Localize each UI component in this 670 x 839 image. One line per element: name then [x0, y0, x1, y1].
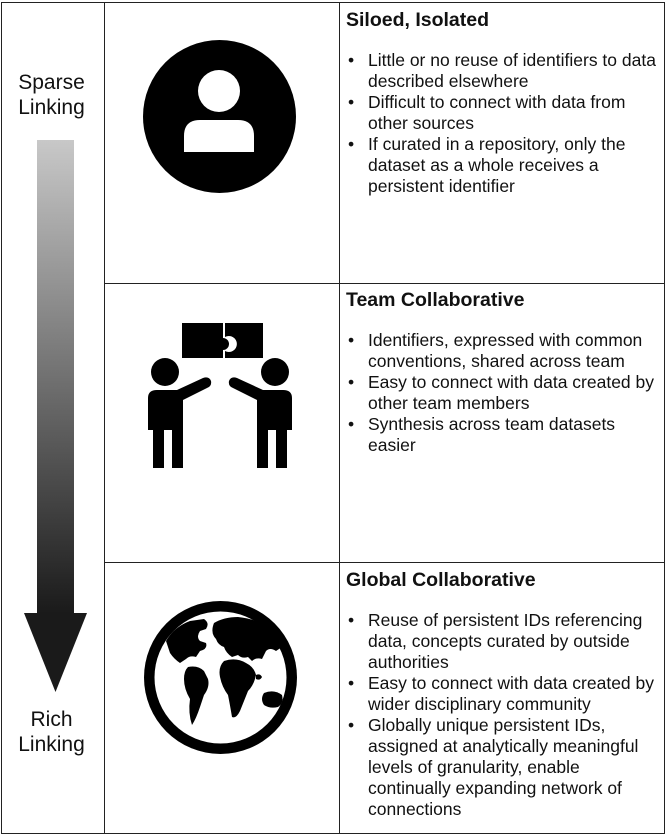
column-divider-right: [339, 3, 340, 833]
bullet-list: Identifiers, expressed with common conve…: [346, 330, 660, 456]
bullet-item: Easy to connect with data created by oth…: [348, 372, 660, 414]
arrow-head: [24, 613, 87, 692]
row-divider-2: [105, 562, 664, 563]
globe-icon: [144, 601, 297, 754]
row-title: Team Collaborative: [346, 289, 525, 311]
axis-bottom-label-line1: Rich: [30, 708, 73, 731]
row-team: Team Collaborative Identifiers, expresse…: [346, 288, 660, 456]
row-title: Siloed, Isolated: [346, 9, 490, 31]
person-icon: [143, 40, 296, 193]
row-global: Global Collaborative Reuse of persistent…: [346, 568, 660, 820]
bullet-item: Synthesis across team datasets easier: [348, 414, 660, 456]
axis-top-label-line1: Sparse: [18, 71, 85, 94]
bullet-item: Identifiers, expressed with common conve…: [348, 330, 660, 372]
row-divider-1: [105, 283, 664, 284]
axis-bottom-label-line2: Linking: [18, 733, 85, 756]
row-siloed: Siloed, Isolated Little or no reuse of i…: [346, 8, 660, 197]
bullet-item: Globally unique persistent IDs, assigned…: [348, 715, 660, 820]
bullet-item: Easy to connect with data created by wid…: [348, 673, 660, 715]
bullet-item: Difficult to connect with data from othe…: [348, 92, 660, 134]
arrow-shaft: [37, 140, 74, 614]
axis-top-label: Sparse Linking: [0, 70, 103, 120]
bullet-list: Reuse of persistent IDs referencing data…: [346, 610, 660, 820]
axis-top-label-line2: Linking: [18, 96, 85, 119]
bullet-item: If curated in a repository, only the dat…: [348, 134, 660, 197]
gradient-arrow: [24, 140, 87, 692]
bullet-item: Reuse of persistent IDs referencing data…: [348, 610, 660, 673]
axis-bottom-label: Rich Linking: [0, 707, 103, 757]
row-title: Global Collaborative: [346, 569, 536, 591]
team-puzzle-icon: [148, 323, 292, 468]
bullet-item: Little or no reuse of identifiers to dat…: [348, 50, 660, 92]
column-divider-left: [104, 3, 105, 833]
bullet-list: Little or no reuse of identifiers to dat…: [346, 50, 660, 197]
